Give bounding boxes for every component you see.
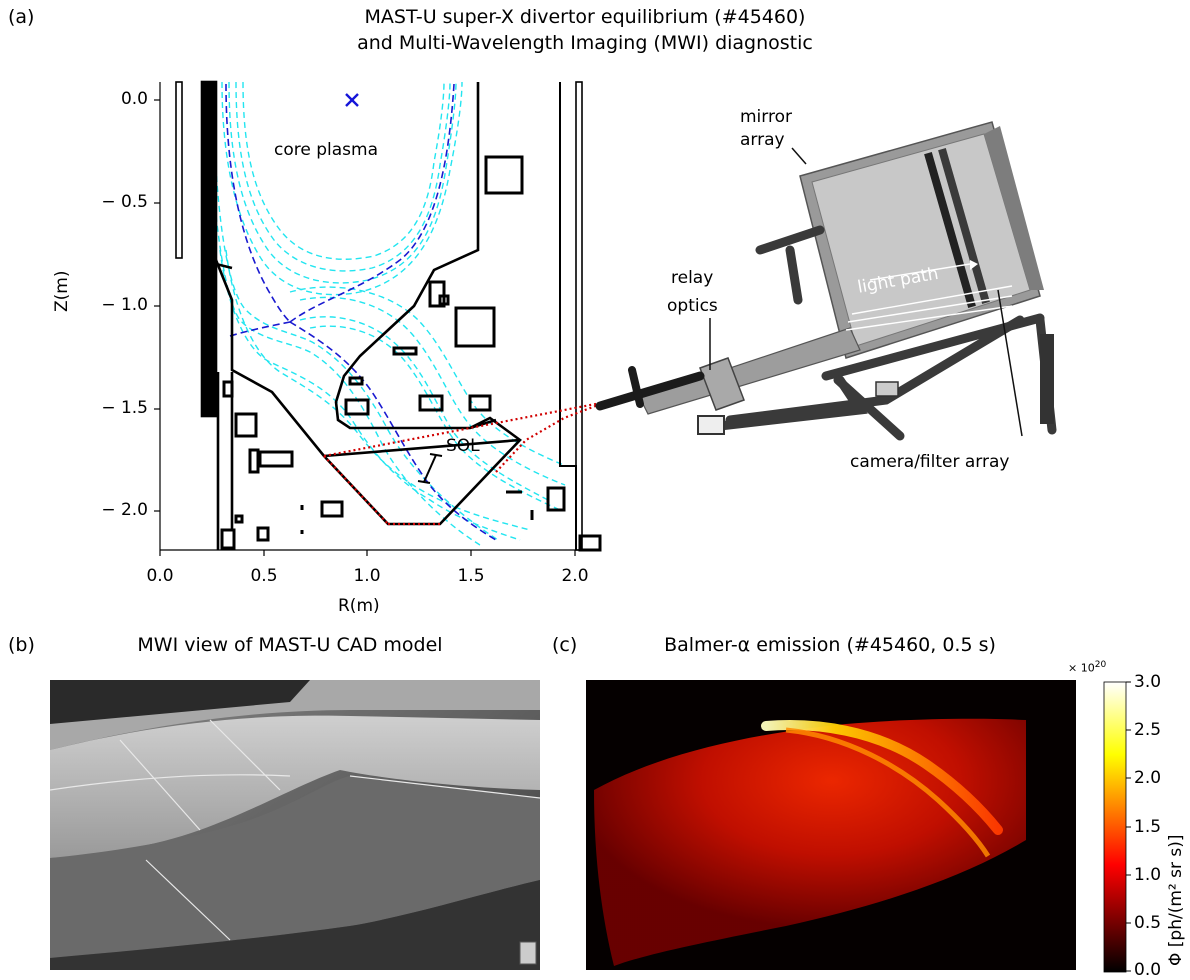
colorbar-label: Φ [ph/(m² sr s)] xyxy=(1166,834,1186,967)
y-tick-label: − 1.0 xyxy=(101,295,148,315)
panel-c-title: Balmer-α emission (#45460, 0.5 s) xyxy=(664,634,996,656)
y-tick-label: − 2.0 xyxy=(101,500,148,520)
y-axis-label: Z(m) xyxy=(52,270,72,312)
colorbar-tick-label: 2.0 xyxy=(1134,768,1162,788)
axis-ticks xyxy=(154,99,576,556)
magnetic-axis-marker xyxy=(345,93,359,107)
pf-coils xyxy=(220,155,602,552)
x-tick-label: 0.0 xyxy=(146,566,174,586)
y-tick-label: − 0.5 xyxy=(101,192,148,212)
colorbar-tick-label: 1.5 xyxy=(1134,817,1162,837)
flux-surfaces xyxy=(209,81,567,546)
sol-width-marker xyxy=(417,453,443,484)
colorbar-tick-label: 1.0 xyxy=(1134,865,1162,885)
relay-optics-label-line2: optics xyxy=(667,296,718,316)
mwi-hardware-illustration xyxy=(595,121,1057,441)
colorbar-tick-label: 0.0 xyxy=(1134,960,1162,980)
cad-model-view xyxy=(50,680,540,970)
sol-label: SOL xyxy=(446,436,480,456)
panel-a-title-line2: and Multi-Wavelength Imaging (MWI) diagn… xyxy=(357,32,813,54)
x-tick-label: 1.0 xyxy=(353,566,381,586)
x-tick-label: 1.5 xyxy=(457,566,485,586)
panel-c-label: (c) xyxy=(552,634,578,656)
panel-b-title: MWI view of MAST-U CAD model xyxy=(137,634,443,656)
core-plasma-label: core plasma xyxy=(274,140,378,160)
separatrix xyxy=(225,83,497,541)
panel-b-label: (b) xyxy=(8,634,35,656)
colorbar xyxy=(1103,681,1131,973)
y-tick-label: − 1.5 xyxy=(101,398,148,418)
mirror-array-label-line2: array xyxy=(740,130,785,150)
equilibrium-plot xyxy=(154,80,1057,556)
colorbar-tick-label: 3.0 xyxy=(1134,672,1162,692)
colorbar-exponent: × 1020 xyxy=(1068,660,1107,675)
panel-a-title-line1: MAST-U super-X divertor equilibrium (#45… xyxy=(364,6,806,28)
panel-a-label: (a) xyxy=(8,6,35,28)
x-tick-label: 0.5 xyxy=(250,566,278,586)
y-tick-label: 0.0 xyxy=(120,89,148,109)
x-tick-label: 2.0 xyxy=(561,566,589,586)
mwi-sightlines xyxy=(323,400,607,526)
x-axis-label: R(m) xyxy=(338,596,380,616)
mirror-array-label-line1: mirror xyxy=(740,107,792,127)
colorbar-tick-label: 0.5 xyxy=(1134,913,1162,933)
relay-optics-label-line1: relay xyxy=(671,268,714,288)
colorbar-tick-label: 2.5 xyxy=(1134,720,1162,740)
balmer-alpha-image xyxy=(586,680,1076,970)
camera-filter-array-label: camera/filter array xyxy=(850,452,1010,472)
